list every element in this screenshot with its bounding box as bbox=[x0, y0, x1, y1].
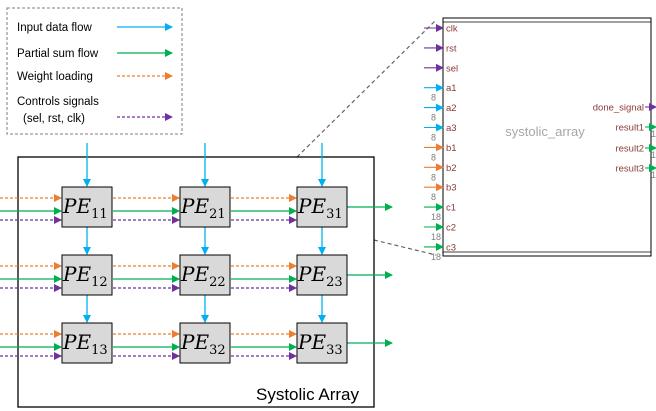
pin-label-b3: b3 bbox=[446, 183, 457, 194]
leader-line-bottom bbox=[373, 239, 437, 256]
pin-label-clk: clk bbox=[446, 24, 458, 35]
pe-23: PE23 bbox=[296, 254, 348, 296]
pe-label: PE22 bbox=[180, 262, 226, 290]
pin-label-a1: a1 bbox=[446, 83, 457, 94]
pe-label: PE23 bbox=[297, 262, 343, 290]
pe-21: PE21 bbox=[179, 186, 231, 228]
pe-label-prefix: PE bbox=[180, 194, 209, 218]
pe-label: PE12 bbox=[62, 262, 108, 290]
pe-label: PE32 bbox=[180, 330, 226, 358]
pin-width-b2: 8 bbox=[431, 172, 436, 182]
pe-label-prefix: PE bbox=[297, 262, 326, 286]
pe-label-index: 21 bbox=[209, 207, 226, 222]
pe-box bbox=[61, 254, 113, 296]
pe-label: PE11 bbox=[62, 194, 108, 222]
legend-label-0: Input data flow bbox=[17, 22, 92, 34]
pin-width-a3: 8 bbox=[431, 133, 436, 143]
pin-width-a2: 8 bbox=[431, 113, 436, 123]
pe-label-prefix: PE bbox=[62, 262, 91, 286]
module-input-pins: clk rst sel a1 8 a2 8 a3 8 b1 8 b2 8 b3 8 c1 18 c2 18 c3 18 bbox=[424, 24, 458, 262]
pe-box bbox=[179, 254, 231, 296]
legend-label-3: Controls signals bbox=[17, 96, 99, 108]
pe-label: PE33 bbox=[297, 330, 343, 358]
pin-width-result1: 1 bbox=[651, 129, 656, 139]
pin-width-result2: 1 bbox=[651, 150, 656, 160]
pe-box bbox=[296, 186, 348, 228]
pin-label-a3: a3 bbox=[446, 123, 457, 134]
pe-label-index: 22 bbox=[209, 275, 226, 290]
pe-13: PE13 bbox=[61, 322, 113, 364]
pe-label-prefix: PE bbox=[62, 194, 91, 218]
pin-width-b1: 8 bbox=[431, 152, 436, 162]
pin-width-c1: 18 bbox=[431, 212, 441, 222]
pin-width-result3: 1 bbox=[651, 170, 656, 180]
legend-box bbox=[6, 7, 183, 135]
pe-label-prefix: PE bbox=[180, 262, 209, 286]
leader-line-top bbox=[296, 19, 437, 158]
legend-label-1: Partial sum flow bbox=[17, 48, 99, 60]
pe-box bbox=[179, 322, 231, 364]
pe-label-index: 31 bbox=[326, 207, 343, 222]
legend-sublabel-3: (sel, rst, clk) bbox=[23, 113, 85, 125]
zoom-leader-lines bbox=[296, 19, 437, 256]
pin-width-c3: 18 bbox=[431, 252, 441, 262]
pin-label-a2: a2 bbox=[446, 103, 457, 114]
pin-label-result1: result1 bbox=[615, 123, 644, 134]
pin-label-c1: c1 bbox=[446, 203, 456, 214]
pin-label-sel: sel bbox=[446, 63, 458, 74]
pe-label: PE21 bbox=[180, 194, 226, 222]
pe-label-index: 23 bbox=[326, 275, 343, 290]
pe-box bbox=[61, 322, 113, 364]
pe-label-prefix: PE bbox=[180, 330, 209, 354]
pe-label-index: 32 bbox=[209, 343, 226, 358]
pe-22: PE22 bbox=[179, 254, 231, 296]
pe-box bbox=[296, 254, 348, 296]
systolic-array-label: Systolic Array bbox=[256, 385, 359, 404]
systolic-array-module: systolic_array clkrstsela18a28a38b18b28b… bbox=[424, 17, 656, 262]
pe-label: PE13 bbox=[62, 330, 108, 358]
pin-label-b2: b2 bbox=[446, 163, 457, 174]
pe-12: PE12 bbox=[61, 254, 113, 296]
systolic-array-frame bbox=[17, 156, 375, 408]
pin-label-result2: result2 bbox=[615, 144, 644, 155]
pe-label-prefix: PE bbox=[62, 330, 91, 354]
pe-11: PE11 bbox=[61, 186, 113, 228]
pe-32: PE32 bbox=[179, 322, 231, 364]
module-box bbox=[442, 17, 652, 257]
module-output-pins: done_signal result1 1 result2 1 result3 1 bbox=[593, 103, 656, 180]
pe-box bbox=[179, 186, 231, 228]
pe-label: PE31 bbox=[297, 194, 343, 222]
pe-box bbox=[61, 186, 113, 228]
pin-width-a1: 8 bbox=[431, 93, 436, 103]
pin-label-done_signal: done_signal bbox=[593, 103, 644, 114]
pe-31: PE31 bbox=[296, 186, 348, 228]
pe-33: PE33 bbox=[296, 322, 348, 364]
pin-label-b1: b1 bbox=[446, 143, 457, 154]
pin-label-c3: c3 bbox=[446, 242, 456, 253]
pe-label-index: 11 bbox=[91, 207, 108, 222]
pin-width-b3: 8 bbox=[431, 192, 436, 202]
pe-label-index: 13 bbox=[91, 343, 108, 358]
pe-label-index: 12 bbox=[91, 275, 108, 290]
pe-label-prefix: PE bbox=[297, 330, 326, 354]
pin-label-result3: result3 bbox=[615, 164, 644, 175]
legend-label-2: Weight loading bbox=[17, 71, 93, 83]
pe-label-index: 33 bbox=[326, 343, 343, 358]
module-name: systolic_array bbox=[505, 124, 585, 139]
pin-label-rst: rst bbox=[446, 43, 457, 54]
pe-box bbox=[296, 322, 348, 364]
pe-label-prefix: PE bbox=[297, 194, 326, 218]
pin-width-c2: 18 bbox=[431, 232, 441, 242]
flow-arrows bbox=[0, 143, 393, 360]
pin-label-c2: c2 bbox=[446, 223, 456, 234]
